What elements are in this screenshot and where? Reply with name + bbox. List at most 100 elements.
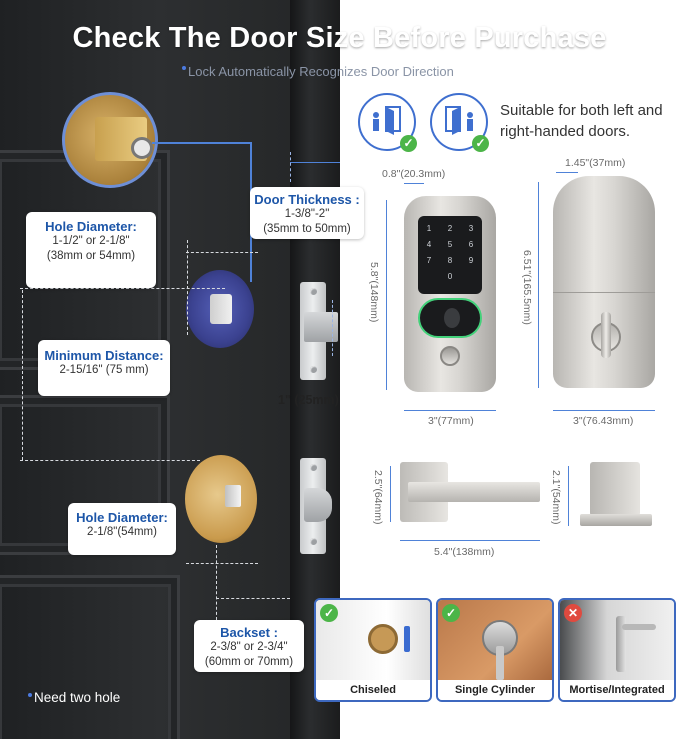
door-direction-line: Suitable for both left and [500, 102, 663, 119]
front-width-line [404, 410, 496, 411]
lower-latch-bolt [225, 485, 241, 507]
housing-seam [553, 292, 655, 293]
check-icon: ✓ [472, 135, 489, 152]
keypad-key: 5 [447, 240, 453, 249]
callout-heading: Hole Diameter: [45, 219, 137, 234]
screw [310, 464, 317, 471]
callout-line: 2-1/8"(54mm) [87, 526, 157, 538]
card-label: Mortise/Integrated [560, 680, 674, 700]
latch-size-guide [332, 300, 333, 356]
upper-bore-hole [186, 270, 254, 348]
callout-hole-diameter-bottom: Hole Diameter: 2-1/8"(54mm) [68, 503, 176, 555]
front-keypad-lock: 1 2 3 4 5 6 7 8 9 0 [404, 196, 496, 392]
card-mortise-integrated: ✕ Mortise/Integrated [558, 598, 676, 702]
keypad-key: 8 [447, 256, 453, 265]
card-label: Single Cylinder [438, 680, 552, 700]
callout-line: (60mm or 70mm) [204, 656, 294, 668]
callout-line: (38mm or 54mm) [46, 250, 136, 262]
callout-hole-diameter-top: Hole Diameter: 1-1/2" or 2-1/8" (38mm or… [26, 212, 156, 288]
bullet-dot [28, 693, 32, 697]
lever-side-height-label: 2.1"(54mm) [550, 470, 562, 525]
callout-heading: Backset : [220, 625, 278, 640]
callout-line: 2-3/8" or 2-3/4" [210, 641, 288, 653]
need-two-hole-note: Need two hole [28, 690, 120, 705]
back-width-line [553, 410, 655, 411]
door-person-icon [445, 106, 473, 135]
latch-size-label: 1" (25mm) [278, 393, 339, 407]
front-depth-label: 0.8"(20.3mm) [382, 168, 446, 180]
card-label: Chiseled [316, 680, 430, 700]
chiseled-hole [368, 624, 398, 654]
fingerprint-icon [444, 308, 460, 328]
screw [310, 538, 317, 545]
lower-bore-hole [185, 455, 257, 543]
keypad-key: 0 [447, 272, 453, 281]
back-height-line [538, 182, 539, 388]
keypad-key: 2 [447, 224, 453, 233]
bullet-dot [182, 66, 186, 70]
right-hand-door-icon: ✓ [430, 93, 489, 152]
lever-side-base [580, 514, 652, 526]
keypad-key: 4 [426, 240, 432, 249]
need-two-hole-text: Need two hole [34, 690, 121, 705]
callout-heading: Hole Diameter: [76, 510, 168, 525]
card-single-cylinder: ✓ Single Cylinder [436, 598, 554, 702]
hole-width-guide [186, 252, 258, 253]
back-interior-lock [553, 176, 655, 388]
subtitle: Lock Automatically Recognizes Door Direc… [182, 64, 454, 79]
hole-edge-guide-left [187, 240, 188, 335]
front-height-line [386, 200, 387, 390]
door-thickness-line [290, 162, 340, 163]
check-icon: ✓ [400, 135, 417, 152]
callout-backset: Backset : 2-3/8" or 2-3/4" (60mm or 70mm… [194, 620, 304, 672]
page-title: Check The Door Size Before Purchase [72, 22, 607, 54]
mortise-lever [622, 624, 656, 630]
back-depth-label: 1.45"(37mm) [565, 157, 626, 169]
callout-line: 1-1/2" or 2-1/8" [52, 235, 130, 247]
lever-handle [408, 482, 540, 502]
min-distance-guide [22, 290, 23, 460]
left-hand-door-icon: ✓ [358, 93, 417, 152]
backset-line [216, 598, 290, 599]
upper-latch-bolt [210, 294, 232, 324]
key [496, 646, 504, 680]
lever-height-line [390, 466, 391, 522]
strike-plate [404, 626, 410, 652]
door-panel-lower [0, 575, 180, 739]
keypad-key: 1 [426, 224, 432, 233]
center-line-upper [20, 288, 225, 289]
lever-side-view [590, 462, 640, 516]
latch-faceplate-lower [300, 458, 332, 554]
screw [310, 288, 317, 295]
keypad-key: 7 [426, 256, 432, 265]
keypad-key: 3 [468, 224, 474, 233]
mortise-plate [616, 616, 626, 672]
callout-heading: Door Thickness : [254, 192, 360, 207]
door-direction-line: right-handed doors. [500, 123, 631, 140]
front-height-label: 5.8"(148mm) [368, 262, 380, 323]
subtitle-text: Lock Automatically Recognizes Door Direc… [188, 64, 454, 79]
lever-height-label: 2.5"(64mm) [372, 470, 384, 525]
lever-length-line [400, 540, 540, 541]
latch-zoom-circle [62, 92, 158, 188]
callout-heading: Minimum Distance: [44, 348, 164, 363]
card-chiseled: ✓ Chiseled [314, 598, 432, 702]
center-line-lower [20, 460, 200, 461]
backset-guide [216, 545, 217, 620]
keypad-key: 6 [468, 240, 474, 249]
back-height-label: 6.51"(165.5mm) [521, 250, 533, 325]
key-cylinder [440, 346, 460, 366]
deadbolt-block [304, 488, 332, 522]
check-icon: ✓ [442, 604, 460, 622]
lever-length-label: 5.4"(138mm) [434, 546, 495, 558]
back-width-label: 3"(76.43mm) [573, 415, 634, 427]
door-direction-text: Suitable for both left and right-handed … [500, 100, 663, 142]
hole-width-guide-lower [186, 563, 258, 564]
thumb-turn [601, 312, 611, 358]
latch-faceplate-upper [300, 282, 338, 380]
callout-line: (35mm to 50mm) [263, 223, 351, 235]
keypad: 1 2 3 4 5 6 7 8 9 0 [418, 216, 482, 294]
callout-door-thickness: Door Thickness : 1-3/8"-2" (35mm to 50mm… [250, 187, 364, 239]
lever-side-height-line [568, 466, 569, 526]
check-icon: ✓ [320, 604, 338, 622]
